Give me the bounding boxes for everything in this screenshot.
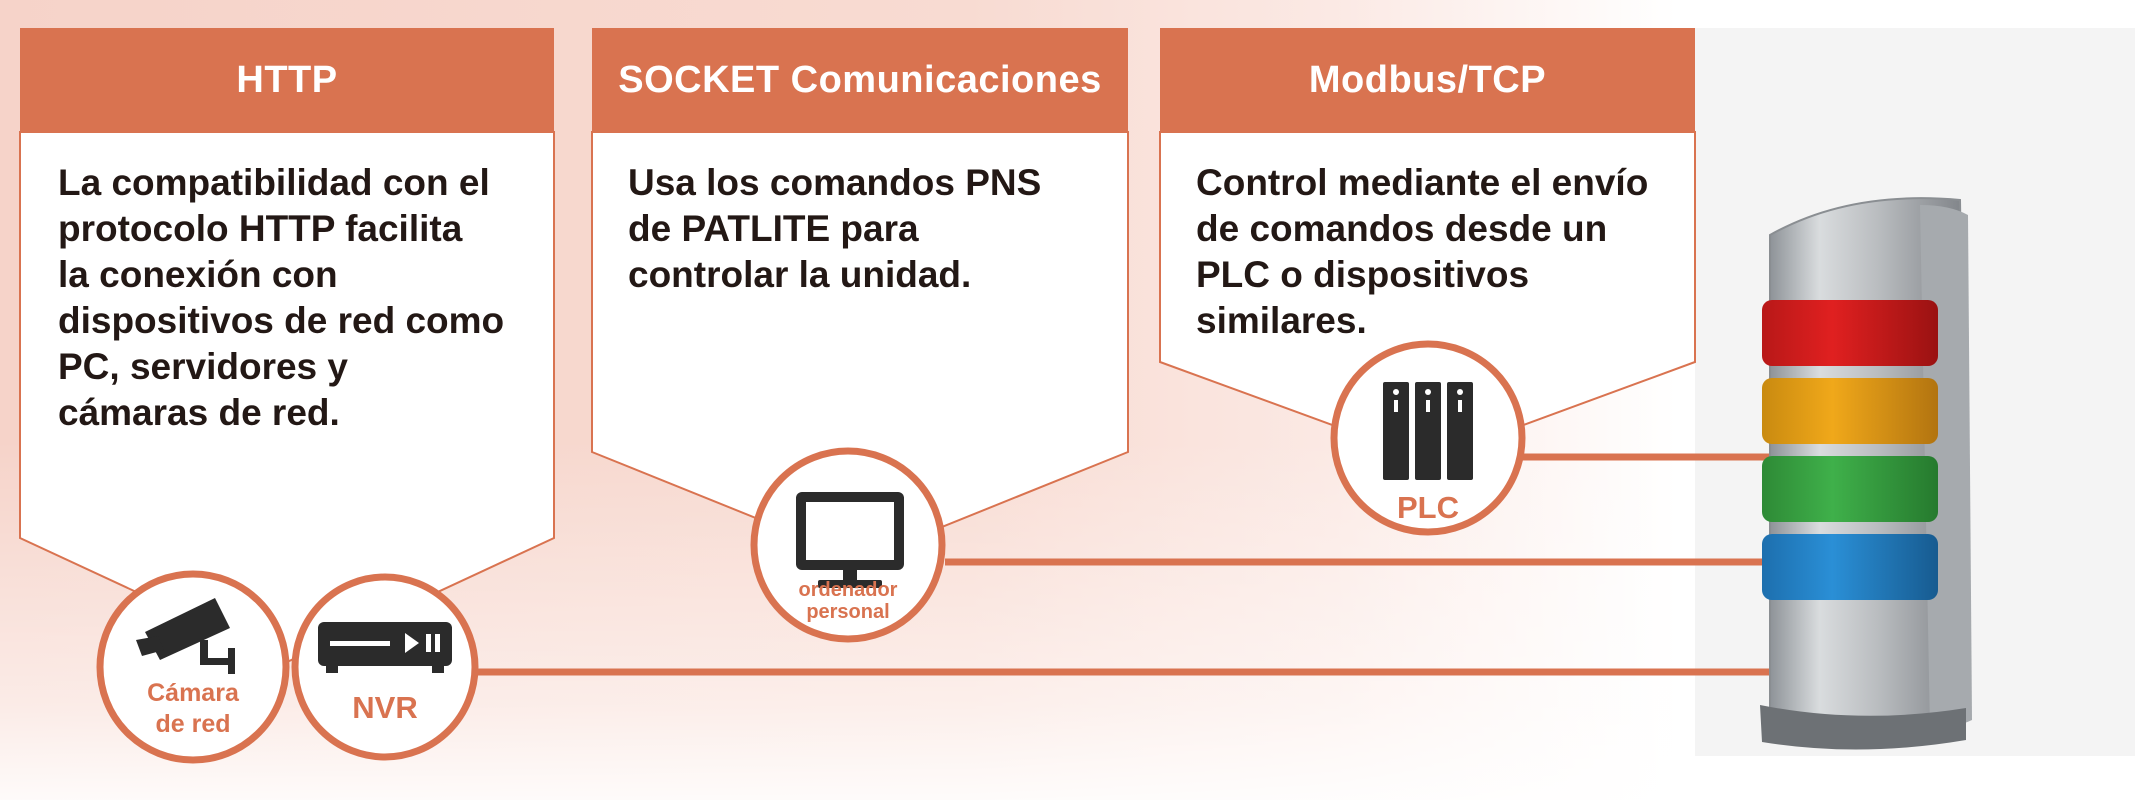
monitor-icon: [796, 492, 904, 588]
card-modbus-body: [1159, 131, 1696, 462]
camera-label-line1: Cámara: [147, 679, 239, 707]
pc-label-line2: personal: [806, 601, 890, 623]
text-line: La compatibilidad con el: [58, 162, 490, 203]
pc-label: ordenador personal: [768, 579, 928, 623]
card-socket-title: SOCKET Comunicaciones: [592, 28, 1128, 132]
plc-label: PLC: [1397, 490, 1459, 525]
text-line: Usa los comandos PNS: [628, 162, 1042, 203]
signal-tower-icon: [1760, 197, 1972, 750]
pc-device: [750, 447, 946, 643]
card-socket-description: Usa los comandos PNS de PATLITE para con…: [628, 160, 1041, 298]
card-modbus-description: Control mediante el envío de comandos de…: [1196, 160, 1648, 344]
text-line: PC, servidores y: [58, 346, 348, 387]
card-modbus-title: Modbus/TCP: [1160, 28, 1695, 132]
tower-tier-green: [1762, 456, 1938, 522]
text-line: de comandos desde un: [1196, 208, 1608, 249]
nvr-device: [291, 573, 479, 761]
card-http-description: La compatibilidad con el protocolo HTTP …: [58, 160, 504, 436]
text-line: similares.: [1196, 300, 1367, 341]
text-line: cámaras de red.: [58, 392, 340, 433]
card-http-title: HTTP: [20, 28, 554, 132]
text-line: dispositivos de red como: [58, 300, 505, 341]
tower-tier-amber: [1762, 378, 1938, 444]
nvr-recorder-icon: [318, 622, 452, 673]
pc-label-line1: ordenador: [798, 579, 898, 601]
tower-tier-blue: [1762, 534, 1938, 600]
text-line: la conexión con: [58, 254, 338, 295]
nvr-label: NVR: [352, 690, 418, 725]
text-line: de PATLITE para: [628, 208, 919, 249]
camera-device: [96, 570, 290, 764]
security-camera-icon: [136, 598, 235, 674]
card-socket-body: [591, 131, 1129, 562]
tower-tier-red: [1762, 300, 1938, 366]
text-line: controlar la unidad.: [628, 254, 972, 295]
text-line: protocolo HTTP facilita: [58, 208, 463, 249]
camera-label: Cámara de red: [113, 678, 273, 740]
camera-label-line2: de red: [155, 710, 231, 738]
plc-device: [1330, 340, 1526, 536]
plc-rack-icon: [1383, 382, 1473, 480]
text-line: Control mediante el envío: [1196, 162, 1649, 203]
text-line: PLC o dispositivos: [1196, 254, 1530, 295]
